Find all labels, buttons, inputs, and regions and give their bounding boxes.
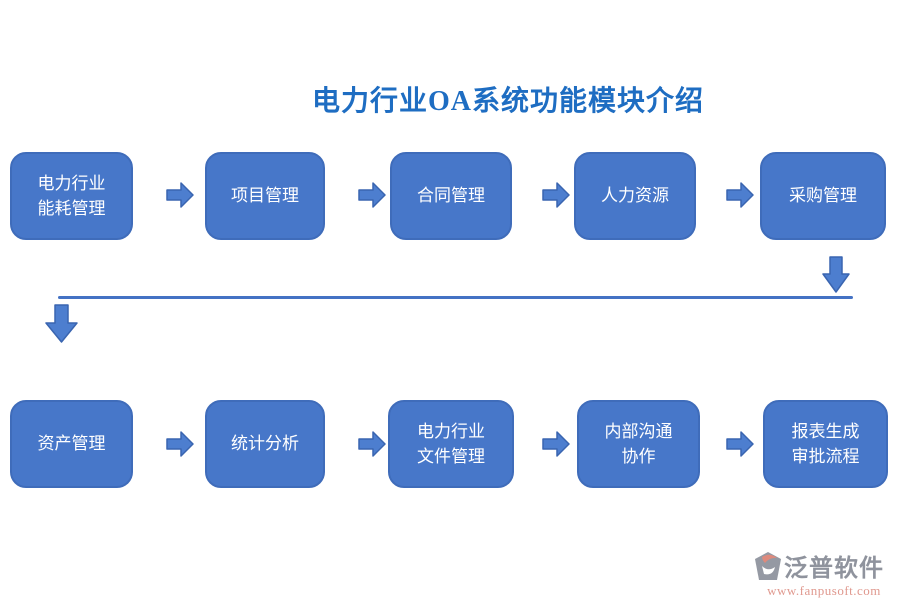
flow-box-contract-management: 合同管理	[390, 152, 512, 240]
connector-line	[58, 296, 853, 299]
arrow-right-icon	[726, 431, 754, 457]
arrow-right-icon	[166, 431, 194, 457]
flow-box-file-management: 电力行业 文件管理	[388, 400, 514, 488]
arrow-right-icon	[166, 182, 194, 208]
flow-box-label: 统计分析	[231, 434, 299, 454]
flow-box-label: 项目管理	[231, 186, 299, 206]
flow-box-label: 资产管理	[37, 434, 106, 454]
flow-box-label: 采购管理	[789, 186, 857, 206]
flow-box-label: 电力行业 能耗管理	[37, 173, 106, 219]
arrow-right-icon	[358, 431, 386, 457]
flow-box-energy-management: 电力行业 能耗管理	[10, 152, 133, 240]
flow-box-label: 合同管理	[417, 186, 485, 206]
flow-box-report-approval: 报表生成 审批流程	[763, 400, 888, 488]
flow-box-statistics-analysis: 统计分析	[205, 400, 325, 488]
arrow-right-icon	[358, 182, 386, 208]
flow-box-procurement-management: 采购管理	[760, 152, 886, 240]
flow-box-internal-communication: 内部沟通 协作	[577, 400, 700, 488]
flow-box-project-management: 项目管理	[205, 152, 325, 240]
arrow-right-icon	[542, 431, 570, 457]
flow-box-label: 内部沟通 协作	[604, 421, 673, 467]
logo-brand-text: 泛普软件	[784, 556, 884, 582]
flow-box-label: 报表生成 审批流程	[791, 421, 860, 467]
flow-box-human-resources: 人力资源	[574, 152, 696, 240]
flow-box-asset-management: 资产管理	[10, 400, 133, 488]
arrow-down-icon	[45, 304, 78, 343]
logo-url-text: www.fanpusoft.com	[767, 583, 881, 598]
diagram-title: 电力行业OA系统功能模块介绍	[311, 86, 705, 117]
fanpu-logo: 泛普软件 www.fanpusoft.com	[754, 548, 894, 599]
arrow-right-icon	[726, 182, 754, 208]
flow-box-label: 电力行业 文件管理	[417, 421, 485, 467]
arrow-down-icon	[822, 256, 850, 293]
arrow-right-icon	[542, 182, 570, 208]
flow-box-label: 人力资源	[601, 186, 669, 206]
fanpu-logo-icon	[755, 551, 781, 580]
